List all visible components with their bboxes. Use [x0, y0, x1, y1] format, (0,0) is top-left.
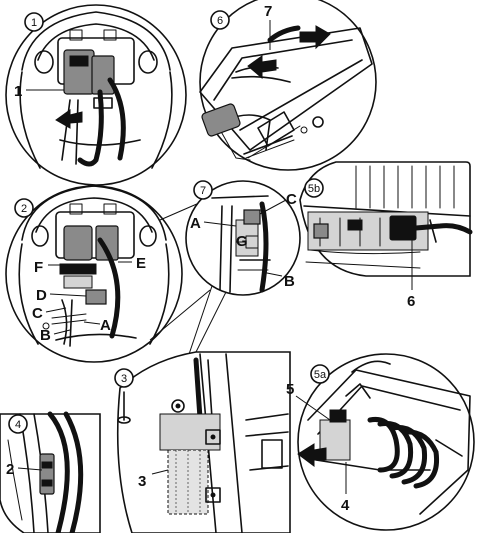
panel-step-3: 3 3 — [114, 351, 291, 533]
callout-1: 1 — [14, 83, 22, 100]
callout-5: 5 — [286, 381, 294, 398]
callout-3: 3 — [138, 473, 146, 490]
step-4-number: 4 — [15, 419, 21, 431]
panel-step-5b: 5b 6 — [299, 161, 473, 310]
panel-step-4: 4 2 — [0, 411, 101, 533]
callout-7: 7 — [264, 3, 272, 20]
step-7-number: 7 — [200, 185, 206, 197]
callout-C: C — [32, 305, 43, 322]
panel-step-2: 2 F E D C B A — [5, 185, 183, 363]
step-2-number: 2 — [21, 203, 27, 215]
callout-C: C — [286, 191, 297, 208]
callout-E: E — [136, 255, 146, 272]
panel-step-5a: 5a 5 4 — [286, 353, 475, 531]
step-3-number: 3 — [121, 373, 127, 385]
callout-2: 2 — [6, 461, 14, 478]
panel-step-6: 6 7 — [199, 0, 377, 171]
callout-G: G — [236, 233, 248, 250]
step-1-number: 1 — [31, 17, 37, 29]
step-5b-number: 5b — [308, 183, 320, 195]
callout-A: A — [190, 215, 201, 232]
step-6-number: 6 — [217, 15, 223, 27]
callout-F: F — [34, 259, 43, 276]
callout-D: D — [36, 287, 47, 304]
callout-B: B — [284, 273, 295, 290]
panel-step-7: 7 A C G B — [185, 180, 301, 296]
callout-6: 6 — [407, 293, 415, 310]
callout-4: 4 — [341, 497, 350, 514]
panel-step-1: 1 1 — [5, 4, 187, 186]
step-5a-number: 5a — [314, 369, 327, 381]
callout-A: A — [100, 317, 111, 334]
callout-B: B — [40, 327, 51, 344]
